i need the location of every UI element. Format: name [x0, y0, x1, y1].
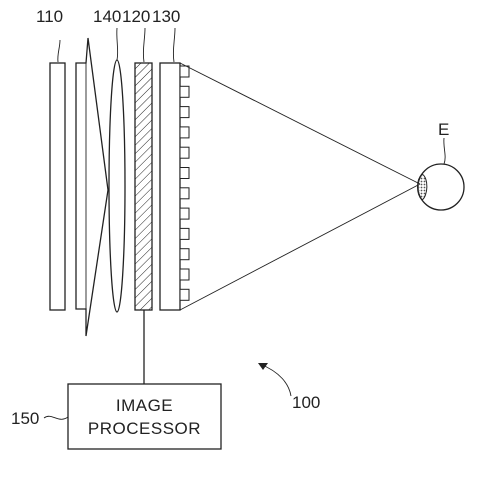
micro-element [179, 288, 190, 301]
device-ref: 100 [258, 363, 320, 412]
label-120: 120 [122, 7, 150, 26]
micro-element [179, 146, 190, 159]
micro-element [179, 106, 190, 119]
label-130: 130 [152, 7, 180, 26]
eye: E [417, 120, 465, 211]
label-eye: E [438, 120, 449, 139]
image-processor-line1: IMAGE [116, 396, 173, 415]
image-processor-line2: PROCESSOR [88, 419, 201, 438]
micro-element [179, 167, 190, 179]
display-panel: 110 [36, 7, 66, 311]
light-cone [179, 62, 421, 311]
wedge-element [75, 37, 109, 337]
lens: 140 [93, 7, 126, 313]
label-100: 100 [292, 393, 320, 412]
micro-array: 130 [152, 7, 190, 311]
image-processor: IMAGE PROCESSOR 150 [11, 383, 222, 450]
micro-element [179, 227, 190, 240]
label-110: 110 [36, 7, 63, 26]
label-150: 150 [11, 409, 39, 428]
label-140: 140 [93, 7, 121, 26]
micro-element [179, 126, 190, 139]
micro-element [179, 85, 190, 98]
micro-element [179, 248, 190, 261]
micro-element [179, 65, 190, 78]
hatched-layer: 120 [122, 7, 153, 311]
micro-element [179, 268, 190, 281]
micro-element [179, 187, 190, 200]
micro-element [179, 207, 190, 220]
